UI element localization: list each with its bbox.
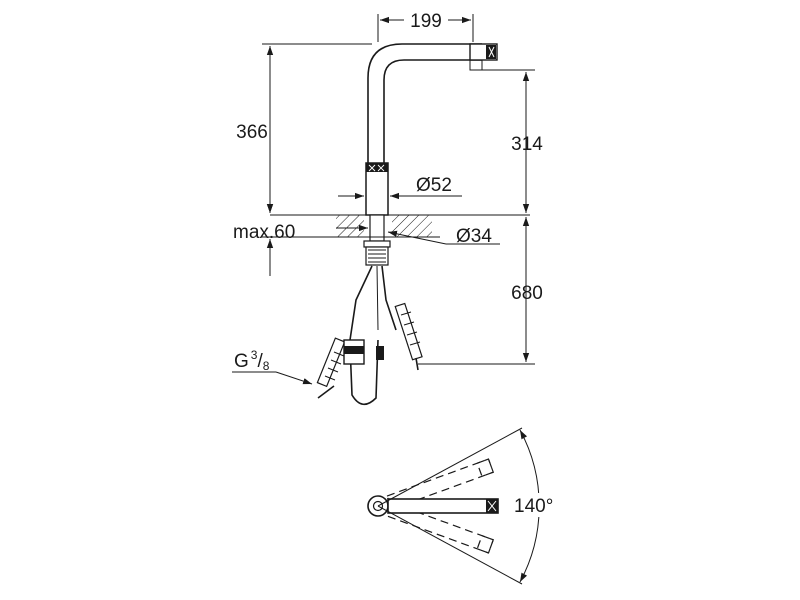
faucet-top-view: 140° bbox=[367, 427, 566, 585]
supply-hoses bbox=[316, 265, 423, 406]
spout-outlet-height-label: 314 bbox=[511, 134, 543, 155]
counter-thickness-label: max.60 bbox=[233, 222, 295, 243]
dimension-spout-outlet-height: 314 bbox=[482, 69, 543, 213]
dimension-spout-reach: 199 bbox=[377, 9, 474, 42]
hole-diameter-label: Ø34 bbox=[456, 226, 492, 247]
hose-length-label: 680 bbox=[511, 283, 543, 304]
spout-top-view bbox=[387, 498, 499, 514]
dimension-hose-length: 680 bbox=[418, 217, 543, 365]
spout-reach-label: 199 bbox=[410, 11, 442, 32]
total-height-label: 366 bbox=[236, 122, 268, 143]
counter-top bbox=[270, 214, 530, 238]
spout bbox=[367, 43, 482, 165]
body-diameter-label: Ø52 bbox=[416, 175, 452, 196]
dimension-counter-thickness: max.60 bbox=[233, 196, 295, 276]
swivel-angle-label: 140° bbox=[514, 496, 553, 517]
dimension-body-diameter: Ø52 bbox=[338, 175, 462, 200]
dimension-total-height: 366 bbox=[236, 43, 372, 213]
dimension-hole-diameter: Ø34 bbox=[336, 224, 500, 247]
mounting-nut bbox=[365, 246, 389, 266]
